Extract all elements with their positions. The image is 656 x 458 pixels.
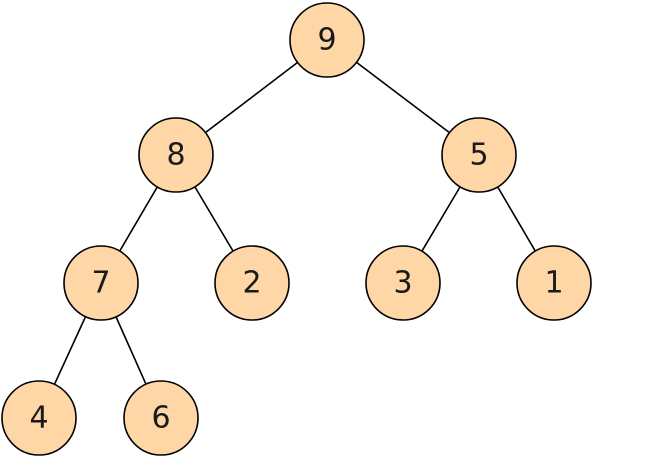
node-label: 1 xyxy=(544,266,563,301)
node-circle xyxy=(63,245,139,321)
tree-node-8: 8 xyxy=(138,117,214,193)
tree-node-4: 4 xyxy=(1,380,77,456)
node-circle xyxy=(289,2,365,78)
node-label: 4 xyxy=(29,401,48,436)
node-label: 5 xyxy=(469,138,488,173)
node-circle xyxy=(365,245,441,321)
tree-node-5: 5 xyxy=(441,117,517,193)
node-circle xyxy=(214,245,290,321)
nodes-layer: 9 8 5 7 2 3 1 4 xyxy=(1,2,592,456)
node-label: 9 xyxy=(317,23,336,58)
node-circle xyxy=(516,245,592,321)
node-label: 8 xyxy=(166,138,185,173)
tree-node-6: 6 xyxy=(123,380,199,456)
node-circle xyxy=(1,380,77,456)
tree-node-7: 7 xyxy=(63,245,139,321)
node-label: 7 xyxy=(91,266,110,301)
node-label: 6 xyxy=(151,401,170,436)
node-circle xyxy=(441,117,517,193)
tree-node-2: 2 xyxy=(214,245,290,321)
edges-layer xyxy=(38,39,555,419)
tree-node-3: 3 xyxy=(365,245,441,321)
tree-node-1: 1 xyxy=(516,245,592,321)
node-label: 3 xyxy=(393,266,412,301)
node-circle xyxy=(138,117,214,193)
node-circle xyxy=(123,380,199,456)
node-label: 2 xyxy=(242,266,261,301)
tree-node-9: 9 xyxy=(289,2,365,78)
